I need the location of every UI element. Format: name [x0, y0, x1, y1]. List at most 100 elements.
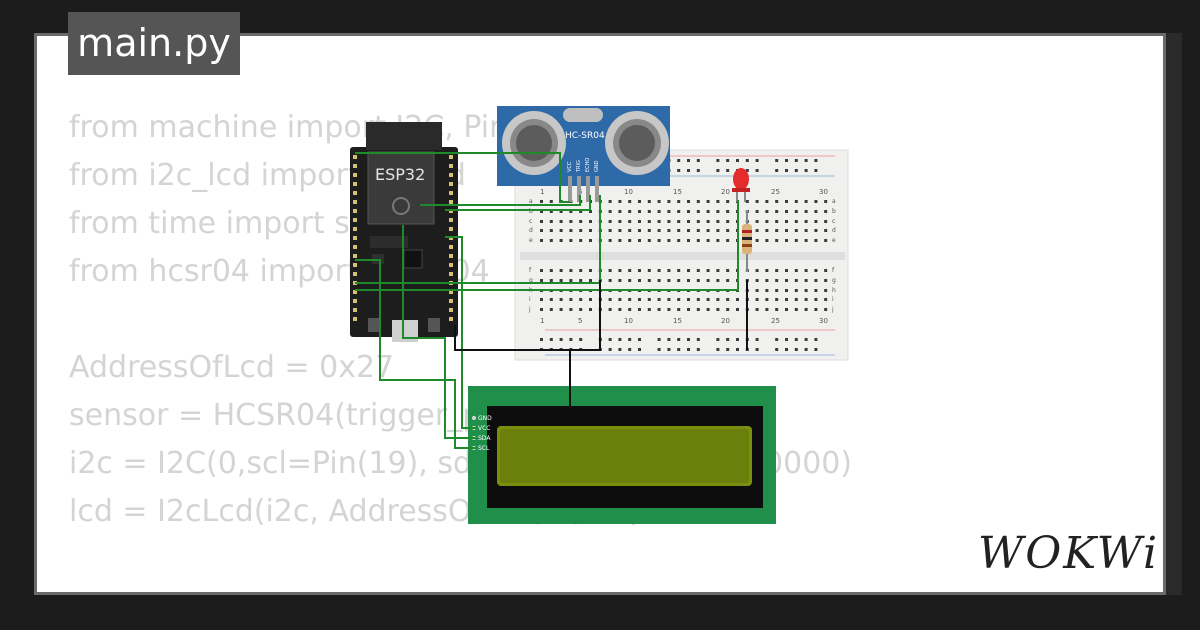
breadboard-hole — [677, 269, 681, 272]
breadboard-hole — [804, 159, 808, 162]
breadboard-hole — [765, 220, 769, 223]
breadboard-hole — [589, 210, 592, 213]
breadboard-hole — [540, 338, 543, 341]
breadboard-hole — [814, 269, 818, 272]
breadboard-hole — [824, 220, 828, 223]
breadboard-hole — [589, 239, 592, 242]
lcd-pin-label: GND — [478, 415, 492, 422]
breadboard-hole — [755, 279, 759, 282]
breadboard-hole — [696, 229, 700, 232]
esp32-pin — [353, 308, 357, 312]
breadboard-hole — [794, 338, 798, 341]
breadboard-hole — [794, 298, 798, 301]
breadboard-hole — [657, 269, 661, 272]
breadboard-hole — [794, 229, 798, 232]
breadboard-hole — [736, 308, 739, 311]
breadboard-hole — [824, 200, 828, 203]
breadboard-hole — [824, 229, 828, 232]
breadboard-hole — [647, 220, 651, 223]
breadboard-hole — [647, 308, 651, 311]
esp32-pin — [449, 164, 453, 168]
breadboard-hole — [667, 210, 671, 213]
col-label: 5 — [578, 317, 582, 325]
lcd-pin-label: SCL — [478, 445, 490, 452]
esp32-pin — [449, 290, 453, 294]
breadboard-hole — [775, 348, 779, 351]
breadboard-hole — [687, 210, 690, 213]
breadboard-hole — [687, 269, 690, 272]
breadboard-hole — [667, 338, 671, 341]
breadboard-hole — [696, 348, 700, 351]
breadboard-hole — [804, 269, 808, 272]
breadboard-hole — [647, 229, 651, 232]
row-label: c — [832, 218, 835, 225]
breadboard-hole — [736, 298, 739, 301]
breadboard-hole — [628, 210, 632, 213]
breadboard-hole — [706, 269, 710, 272]
row-label: i — [529, 296, 531, 303]
breadboard-hole — [589, 269, 592, 272]
breadboard-hole — [657, 229, 661, 232]
breadboard-hole — [647, 298, 651, 301]
breadboard-hole — [540, 200, 543, 203]
breadboard-hole — [716, 210, 720, 213]
breadboard-hole — [726, 239, 730, 242]
breadboard-hole — [638, 229, 641, 232]
breadboard-hole — [638, 348, 641, 351]
breadboard-hole — [716, 229, 720, 232]
breadboard-hole — [804, 200, 808, 203]
breadboard-hole — [755, 289, 759, 292]
breadboard-hole — [814, 210, 818, 213]
breadboard-hole — [706, 239, 710, 242]
breadboard-hole — [677, 200, 681, 203]
esp32-pin — [353, 200, 357, 204]
breadboard-hole — [804, 169, 808, 172]
breadboard-hole — [785, 159, 788, 162]
breadboard-hole — [608, 210, 612, 213]
breadboard-hole — [647, 210, 651, 213]
breadboard-hole — [608, 200, 612, 203]
breadboard-hole — [804, 289, 808, 292]
breadboard-hole — [677, 210, 681, 213]
breadboard-hole — [696, 159, 700, 162]
right-edge-strip — [1166, 33, 1182, 595]
breadboard-hole — [696, 269, 700, 272]
breadboard-hole — [765, 279, 769, 282]
breadboard-hole — [579, 229, 583, 232]
breadboard-hole — [745, 169, 749, 172]
col-label: 1 — [540, 317, 544, 325]
file-tab[interactable]: main.py — [68, 12, 240, 75]
lcd-module[interactable]: GND VCC SDA SCL — [468, 386, 776, 524]
code-line: led1 = Pin(2, Pin.OUT) — [69, 584, 852, 592]
esp32-pin — [449, 272, 453, 276]
esp32-pin — [449, 155, 453, 159]
col-label: 10 — [624, 317, 633, 325]
esp32-pin — [353, 209, 357, 213]
esp32-pin — [353, 155, 357, 159]
breadboard-hole — [804, 210, 808, 213]
breadboard-hole — [559, 298, 563, 301]
breadboard-hole — [608, 220, 612, 223]
breadboard-hole — [628, 200, 632, 203]
breadboard-hole — [804, 239, 808, 242]
row-label: e — [832, 237, 836, 244]
breadboard-hole — [579, 279, 583, 282]
breadboard-hole — [785, 239, 788, 242]
breadboard-hole — [657, 348, 661, 351]
esp32-pin — [353, 227, 357, 231]
row-label: b — [529, 208, 533, 215]
breadboard-hole — [726, 159, 730, 162]
breadboard-hole — [687, 298, 690, 301]
breadboard-hole — [628, 220, 632, 223]
breadboard-hole — [755, 210, 759, 213]
code-line: sensor = HCSR04(trigger_pin — [69, 398, 509, 433]
breadboard-hole — [559, 210, 563, 213]
breadboard-hole — [745, 159, 749, 162]
breadboard-hole — [569, 210, 573, 213]
breadboard-hole — [814, 239, 818, 242]
breadboard-hole — [794, 200, 798, 203]
breadboard-hole — [814, 348, 818, 351]
breadboard-hole — [687, 239, 690, 242]
breadboard-hole — [804, 308, 808, 311]
row-label: f — [832, 267, 835, 274]
